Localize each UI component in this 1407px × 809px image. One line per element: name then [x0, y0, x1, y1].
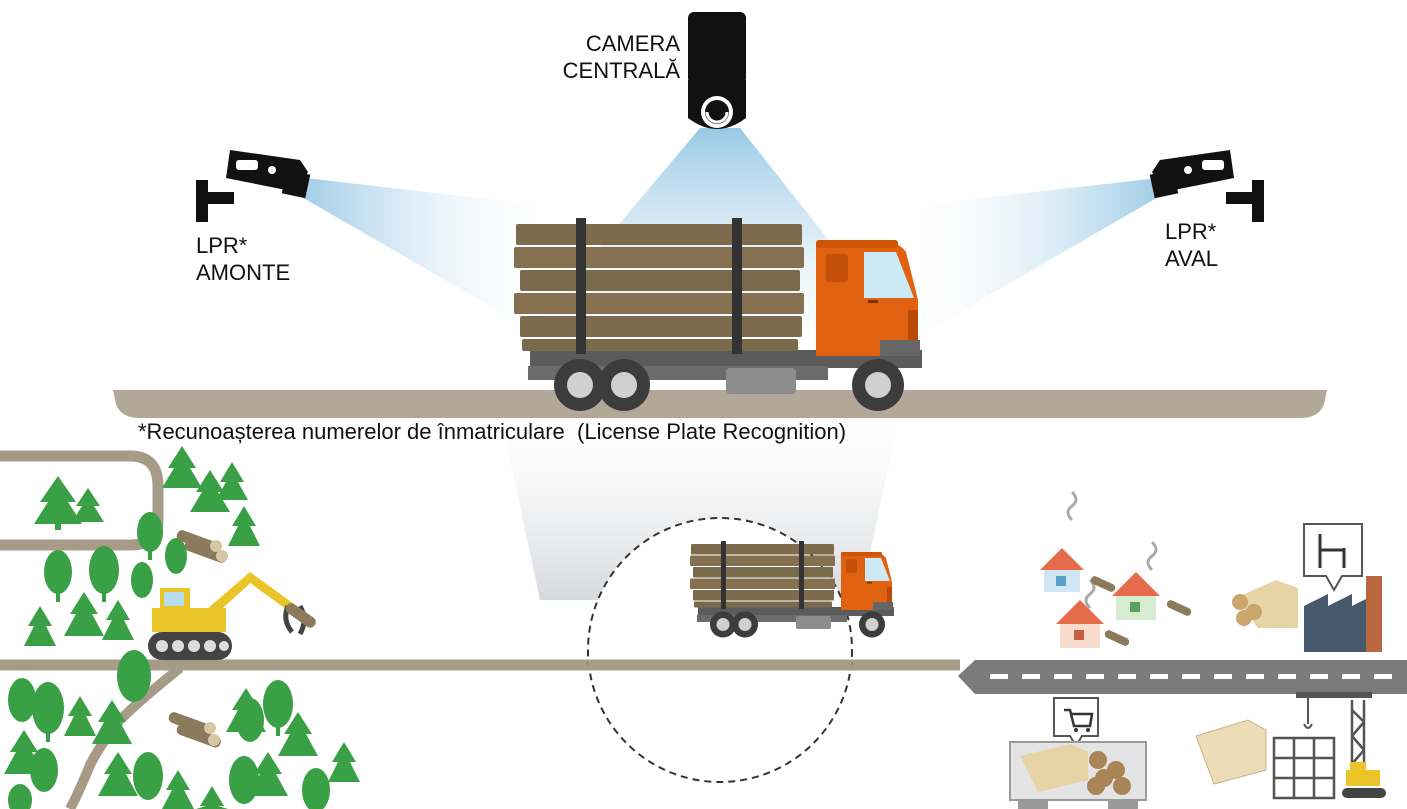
tree-icon	[98, 752, 138, 796]
downstream-camera-label: LPR* AVAL	[1165, 218, 1218, 272]
bulldozer-icon	[1342, 762, 1386, 798]
tree-icon	[165, 538, 187, 574]
central-camera-label-line2: CENTRALĂ	[562, 58, 680, 83]
tree-icon	[131, 562, 153, 598]
building-frame-icon	[1272, 736, 1336, 800]
tree-icon	[89, 546, 119, 602]
tree-icon	[302, 768, 330, 809]
upper-road-platform	[113, 390, 1327, 418]
tree-icon	[92, 700, 132, 744]
tree-icon	[44, 550, 72, 602]
shopping-cart-icon	[1053, 697, 1099, 748]
dome-camera-icon	[688, 12, 746, 129]
upstream-camera-label-line2: AMONTE	[196, 260, 291, 285]
construction-crane-icon	[1296, 692, 1372, 780]
log-pile-icon	[168, 712, 221, 748]
chair-icon	[1303, 523, 1363, 593]
tree-icon	[102, 600, 134, 640]
tree-icon	[34, 476, 82, 530]
lpr-footnote: *Recunoașterea numerelor de înmatricular…	[138, 419, 847, 444]
log-pile-icon	[176, 530, 228, 563]
forest-road	[0, 450, 164, 551]
tree-icon	[64, 592, 104, 636]
tree-icon	[229, 756, 259, 804]
house-icon	[1040, 490, 1084, 592]
forest-trees	[4, 446, 360, 809]
logging-truck-icon	[514, 218, 922, 411]
tree-icon	[278, 712, 318, 756]
log-pile-icon	[1090, 576, 1192, 646]
factory-icon	[1304, 576, 1382, 652]
tree-icon	[162, 770, 194, 809]
tree-icon	[24, 606, 56, 646]
excavator-icon	[148, 572, 316, 660]
tree-icon	[32, 682, 64, 742]
tree-icon	[216, 462, 248, 500]
tree-icon	[64, 696, 96, 736]
upstream-camera-label: LPR* AMONTE	[196, 232, 290, 286]
lumber-stack-icon	[1195, 719, 1267, 785]
tree-icon	[117, 650, 151, 702]
central-camera-label-line1: CAMERA	[585, 31, 680, 56]
tree-icon	[137, 512, 163, 560]
upstream-camera-label-line1: LPR*	[196, 233, 248, 258]
tree-icon	[263, 680, 293, 736]
tree-icon	[133, 752, 163, 800]
highway-lane-markings	[990, 674, 1392, 679]
downstream-camera-label-line2: AVAL	[1165, 246, 1218, 271]
tree-icon	[228, 506, 260, 546]
downstream-camera-beam	[920, 178, 1160, 335]
tree-icon	[8, 784, 32, 809]
tree-icon	[30, 748, 58, 792]
tree-icon	[72, 488, 104, 522]
house-icon	[1056, 578, 1104, 648]
shop-icon	[1009, 741, 1147, 809]
tree-icon	[190, 470, 230, 512]
lumber-stack-icon	[1232, 580, 1298, 628]
downstream-camera-label-line1: LPR*	[1165, 219, 1217, 244]
house-icon	[1112, 540, 1160, 620]
cctv-camera-icon	[196, 150, 311, 222]
tree-icon	[196, 786, 228, 809]
cctv-camera-icon	[1149, 150, 1264, 222]
central-camera-label: CAMERA CENTRALĂ	[530, 30, 680, 84]
tree-icon	[226, 688, 266, 732]
tree-icon	[162, 446, 202, 488]
upstream-camera-beam	[300, 178, 540, 335]
tree-icon	[328, 742, 360, 782]
tree-icon	[8, 678, 36, 722]
tree-icon	[248, 752, 288, 796]
